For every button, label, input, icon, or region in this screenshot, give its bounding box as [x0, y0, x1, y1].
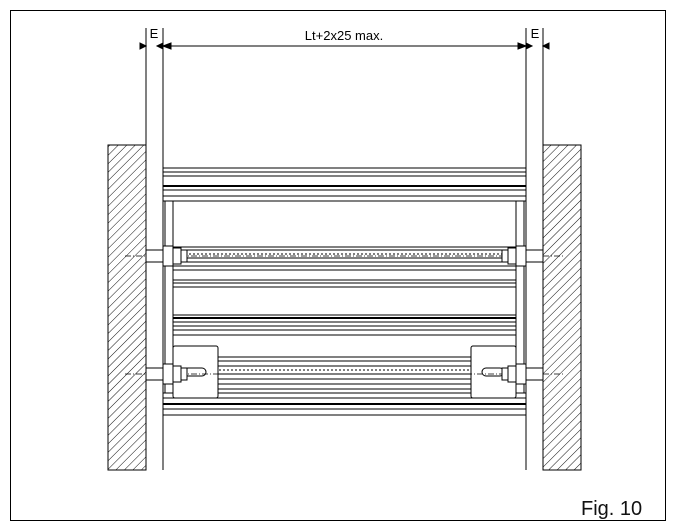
right-wall: [542, 144, 582, 471]
upper-right-axle: [501, 245, 544, 267]
upper-roller: [172, 246, 517, 271]
left-wall: [107, 144, 147, 471]
figure-label: Fig. 10: [581, 498, 643, 520]
dimension-clearance-left: [139, 42, 164, 50]
clearance-right-label: E: [531, 26, 540, 41]
drawing-frame: [10, 10, 666, 521]
upper-left-axle: [145, 245, 188, 267]
dimension-clearance-right: [525, 42, 550, 50]
dimension-main: [161, 42, 528, 50]
dimension-label: Lt+2x25 max.: [305, 28, 383, 43]
lower-roller: [214, 356, 474, 394]
left-mounting-bracket: [172, 345, 219, 399]
clearance-left-label: E: [150, 26, 159, 41]
axle-centerlines: [125, 255, 565, 375]
middle-band: [172, 279, 517, 336]
lower-right-axle: [501, 363, 544, 385]
bottom-rail: [162, 392, 527, 416]
top-rail: [162, 167, 527, 202]
lower-left-axle: [145, 363, 188, 385]
